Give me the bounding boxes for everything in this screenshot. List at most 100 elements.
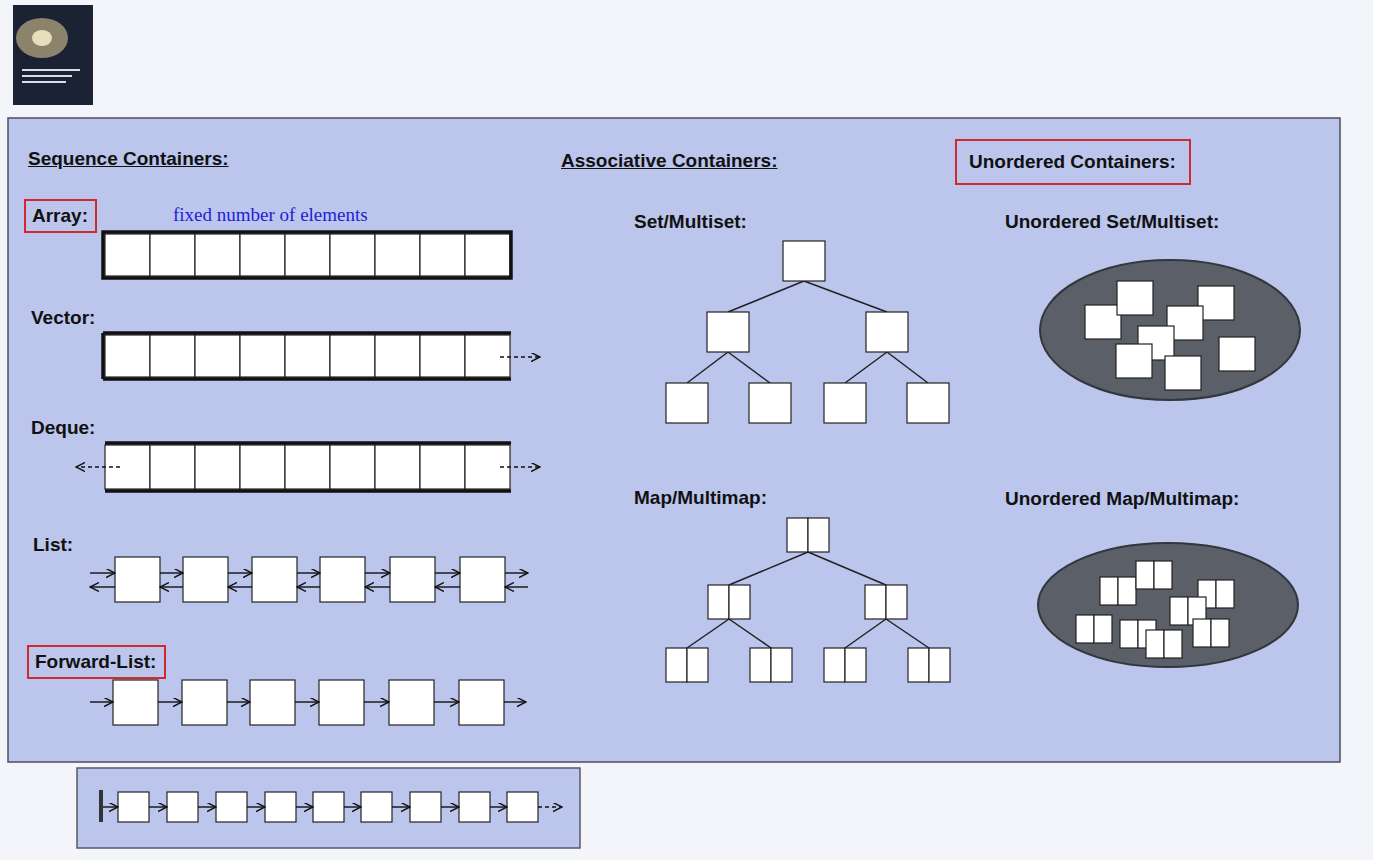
element-cell	[459, 680, 504, 725]
element-cell	[195, 335, 240, 377]
pointer-arrow	[296, 806, 313, 807]
value-cell	[1118, 577, 1136, 605]
pointer-arrow	[504, 701, 526, 702]
tree-branch	[887, 352, 928, 383]
element-cell	[390, 557, 435, 602]
tree-node-cell	[707, 312, 749, 352]
element-cell	[195, 445, 240, 489]
key-cell	[1076, 615, 1094, 643]
pointer-arrow	[364, 701, 389, 702]
forward-list-figure	[90, 680, 526, 725]
key-cell	[908, 648, 929, 682]
pointer-arrow	[295, 701, 319, 702]
container-border	[103, 331, 511, 335]
hash-table-ground	[1040, 260, 1300, 400]
pointer-arrow	[490, 806, 507, 807]
value-cell	[687, 648, 708, 682]
element-cell	[252, 557, 297, 602]
pointer-arrow	[149, 806, 167, 807]
pointer-arrow	[297, 586, 320, 587]
pointer-arrow	[103, 806, 118, 807]
tree-node-cell	[866, 312, 908, 352]
tree-branch	[886, 619, 929, 648]
annotation-note: fixed number of elements	[173, 203, 368, 226]
element-cell	[375, 335, 420, 377]
tree-branch	[729, 552, 808, 585]
container-name: Vector:	[31, 306, 95, 329]
pointer-arrow	[160, 586, 183, 587]
element-cell	[465, 335, 510, 377]
element-cell	[115, 557, 160, 602]
element-cell	[459, 792, 490, 822]
element-cell	[285, 234, 330, 276]
container-border	[105, 441, 511, 445]
ellipse-outline	[1000, 208, 1340, 408]
value-cell	[1094, 615, 1112, 643]
element-cell	[150, 445, 195, 489]
pointer-arrow	[505, 586, 528, 587]
highlight-box: Forward-List:	[27, 645, 166, 679]
node-title: Array:	[32, 204, 89, 227]
element-cell	[361, 792, 392, 822]
value-cell	[1154, 561, 1172, 589]
element-cell	[240, 335, 285, 377]
value-cell	[1211, 619, 1229, 647]
element-cell	[507, 792, 538, 822]
book-cover-icon	[13, 5, 93, 105]
vector-figure	[103, 333, 540, 379]
element-cell	[330, 234, 375, 276]
key-cell	[1120, 620, 1138, 648]
element-cell	[389, 680, 434, 725]
value-cell	[886, 585, 907, 619]
list-head-bar	[99, 790, 103, 822]
element-cell	[167, 792, 198, 822]
pointer-arrow	[160, 572, 183, 573]
element-cell	[150, 335, 195, 377]
pointer-arrow	[500, 356, 540, 357]
element-cell	[216, 792, 247, 822]
bucket-cell	[1165, 356, 1201, 390]
pointer-arrow	[158, 701, 182, 702]
pointer-arrow	[500, 466, 540, 467]
tree-branch	[845, 352, 887, 383]
value-cell	[845, 648, 866, 682]
deque-figure	[76, 443, 540, 491]
section-heading: Sequence Containers:	[28, 147, 229, 170]
tree-branch	[729, 619, 771, 648]
key-cell	[708, 585, 729, 619]
container-border	[105, 489, 511, 493]
tree-branch	[728, 352, 770, 383]
slide-panel	[8, 118, 1340, 762]
value-cell	[1164, 630, 1182, 658]
pointer-arrow	[392, 806, 410, 807]
tree-branch	[845, 619, 886, 648]
pointer-arrow	[228, 586, 252, 587]
node-title: Unordered Map/Multimap:	[1005, 487, 1335, 510]
element-cell	[330, 335, 375, 377]
node-title: Forward-List:	[35, 650, 158, 673]
key-cell	[1170, 597, 1188, 625]
element-cell	[375, 234, 420, 276]
element-cell	[320, 557, 365, 602]
element-cell	[105, 335, 150, 377]
container-name: Set/Multiset:	[634, 210, 747, 233]
set-tree-figure	[666, 241, 949, 423]
array-border	[103, 232, 511, 278]
tree-branch	[687, 619, 729, 648]
hash-table-ground	[1038, 543, 1298, 667]
value-cell	[771, 648, 792, 682]
element-cell	[420, 335, 465, 377]
element-cell	[285, 445, 330, 489]
pointer-arrow	[505, 572, 528, 573]
key-cell	[1136, 561, 1154, 589]
element-cell	[265, 792, 296, 822]
element-cell	[375, 445, 420, 489]
pointer-arrow	[247, 806, 265, 807]
tree-node-cell	[907, 383, 949, 423]
bucket-cell	[1085, 305, 1121, 339]
element-cell	[285, 335, 330, 377]
element-cell	[240, 445, 285, 489]
pointer-arrow	[228, 572, 252, 573]
